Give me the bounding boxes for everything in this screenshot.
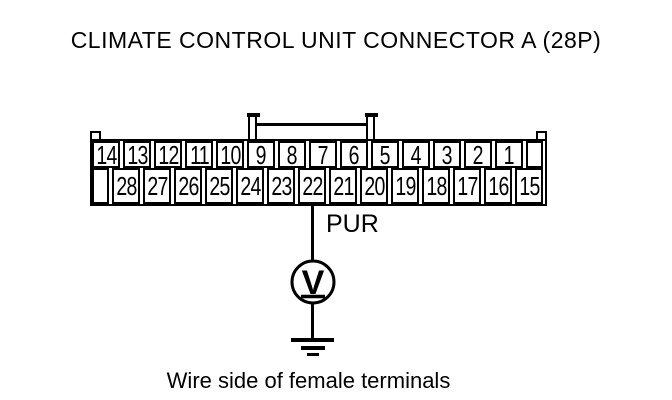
pin-2: 2 (464, 141, 492, 168)
wire-segment-lower (311, 304, 314, 339)
pin-number: 6 (348, 141, 360, 168)
pin-number: 20 (363, 171, 385, 201)
pin-number: 16 (487, 171, 509, 201)
connector-lock-post-right (365, 113, 378, 141)
pin-12: 12 (154, 141, 182, 168)
pin-21: 21 (329, 168, 357, 204)
pin-6: 6 (340, 141, 368, 168)
wire-segment-upper (311, 205, 314, 261)
pin-number: 14 (95, 141, 117, 168)
connector-notch-left (90, 131, 101, 141)
pin-number: 25 (208, 171, 230, 201)
pin-14: 14 (92, 141, 120, 168)
diagram-caption: Wire side of female terminals (166, 368, 451, 393)
pin-number: 10 (219, 141, 241, 168)
pin-24: 24 (236, 168, 264, 204)
connector-lock-post-cap (365, 113, 378, 117)
pin-26: 26 (174, 168, 202, 204)
pin-number: 27 (146, 171, 168, 201)
pin-11: 11 (185, 141, 213, 168)
ground-icon-bar3 (307, 353, 319, 356)
ground-icon-bar1 (291, 338, 334, 342)
pin-5: 5 (371, 141, 399, 168)
pin-28: 28 (112, 168, 140, 204)
pin-number: 19 (394, 171, 416, 201)
pin-number: 3 (441, 141, 453, 168)
pin-27: 27 (143, 168, 171, 204)
pin-4: 4 (402, 141, 430, 168)
pin-3: 3 (433, 141, 461, 168)
blank-cell (92, 168, 109, 204)
wire-color-label: PUR (326, 210, 379, 238)
pin-18: 18 (422, 168, 450, 204)
pin-number: 18 (425, 171, 447, 201)
pin-9: 9 (247, 141, 275, 168)
pin-number: 17 (456, 171, 478, 201)
pin-number: 2 (472, 141, 484, 168)
ground-icon-bar2 (301, 346, 325, 350)
pin-8: 8 (278, 141, 306, 168)
pin-25: 25 (205, 168, 233, 204)
pin-number: 13 (126, 141, 148, 168)
pin-number: 5 (379, 141, 391, 168)
pin-number: 28 (115, 171, 137, 201)
pin-10: 10 (216, 141, 244, 168)
pin-number: 4 (410, 141, 422, 168)
pin-row-bottom: 28 27 26 25 24 23 22 21 20 19 18 17 16 15 (92, 168, 543, 204)
pin-13: 13 (123, 141, 151, 168)
pin-number: 7 (317, 141, 329, 168)
pin-number: 23 (270, 171, 292, 201)
voltmeter-letter: V (302, 264, 325, 302)
pin-7: 7 (309, 141, 337, 168)
pin-17: 17 (453, 168, 481, 204)
pin-number: 1 (503, 141, 515, 168)
pin-number: 9 (255, 141, 267, 168)
pin-22: 22 (298, 168, 326, 204)
connector-notch-right (536, 131, 547, 141)
pin-number: 8 (286, 141, 298, 168)
pin-23: 23 (267, 168, 295, 204)
pin-number: 26 (177, 171, 199, 201)
pin-number: 24 (239, 171, 261, 201)
diagram-title: CLIMATE CONTROL UNIT CONNECTOR A (28P) (70, 27, 602, 53)
pin-number: 11 (189, 141, 210, 168)
connector-lock-bar (255, 123, 371, 126)
pin-number: 15 (518, 171, 540, 201)
pin-20: 20 (360, 168, 388, 204)
pin-number: 21 (332, 171, 354, 201)
voltmeter-icon: V (290, 259, 336, 305)
pin-15: 15 (515, 168, 543, 204)
pin-number: 22 (301, 171, 323, 201)
connector-lock-post-cap (247, 113, 260, 117)
pin-16: 16 (484, 168, 512, 204)
pin-number: 12 (157, 141, 179, 168)
connector-lock-post-left (247, 113, 260, 141)
pin-19: 19 (391, 168, 419, 204)
pin-1: 1 (495, 141, 523, 168)
blank-cell (526, 141, 543, 168)
